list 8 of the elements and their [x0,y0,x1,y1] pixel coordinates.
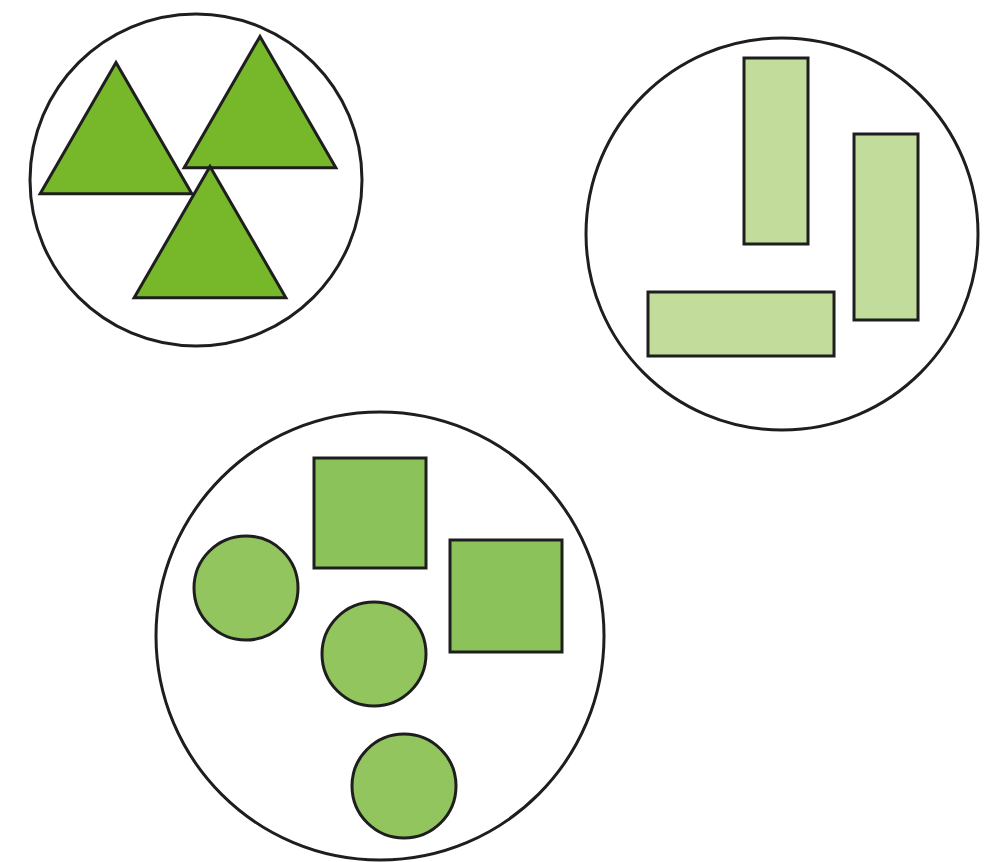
circle-shape [192,534,300,642]
bar-shape [852,132,920,322]
square-shape [312,456,428,570]
bar-shape [742,56,810,246]
bar-shape [646,290,836,358]
circle-shape [320,600,428,708]
circle-shape [350,732,458,840]
square-shape [448,538,564,654]
